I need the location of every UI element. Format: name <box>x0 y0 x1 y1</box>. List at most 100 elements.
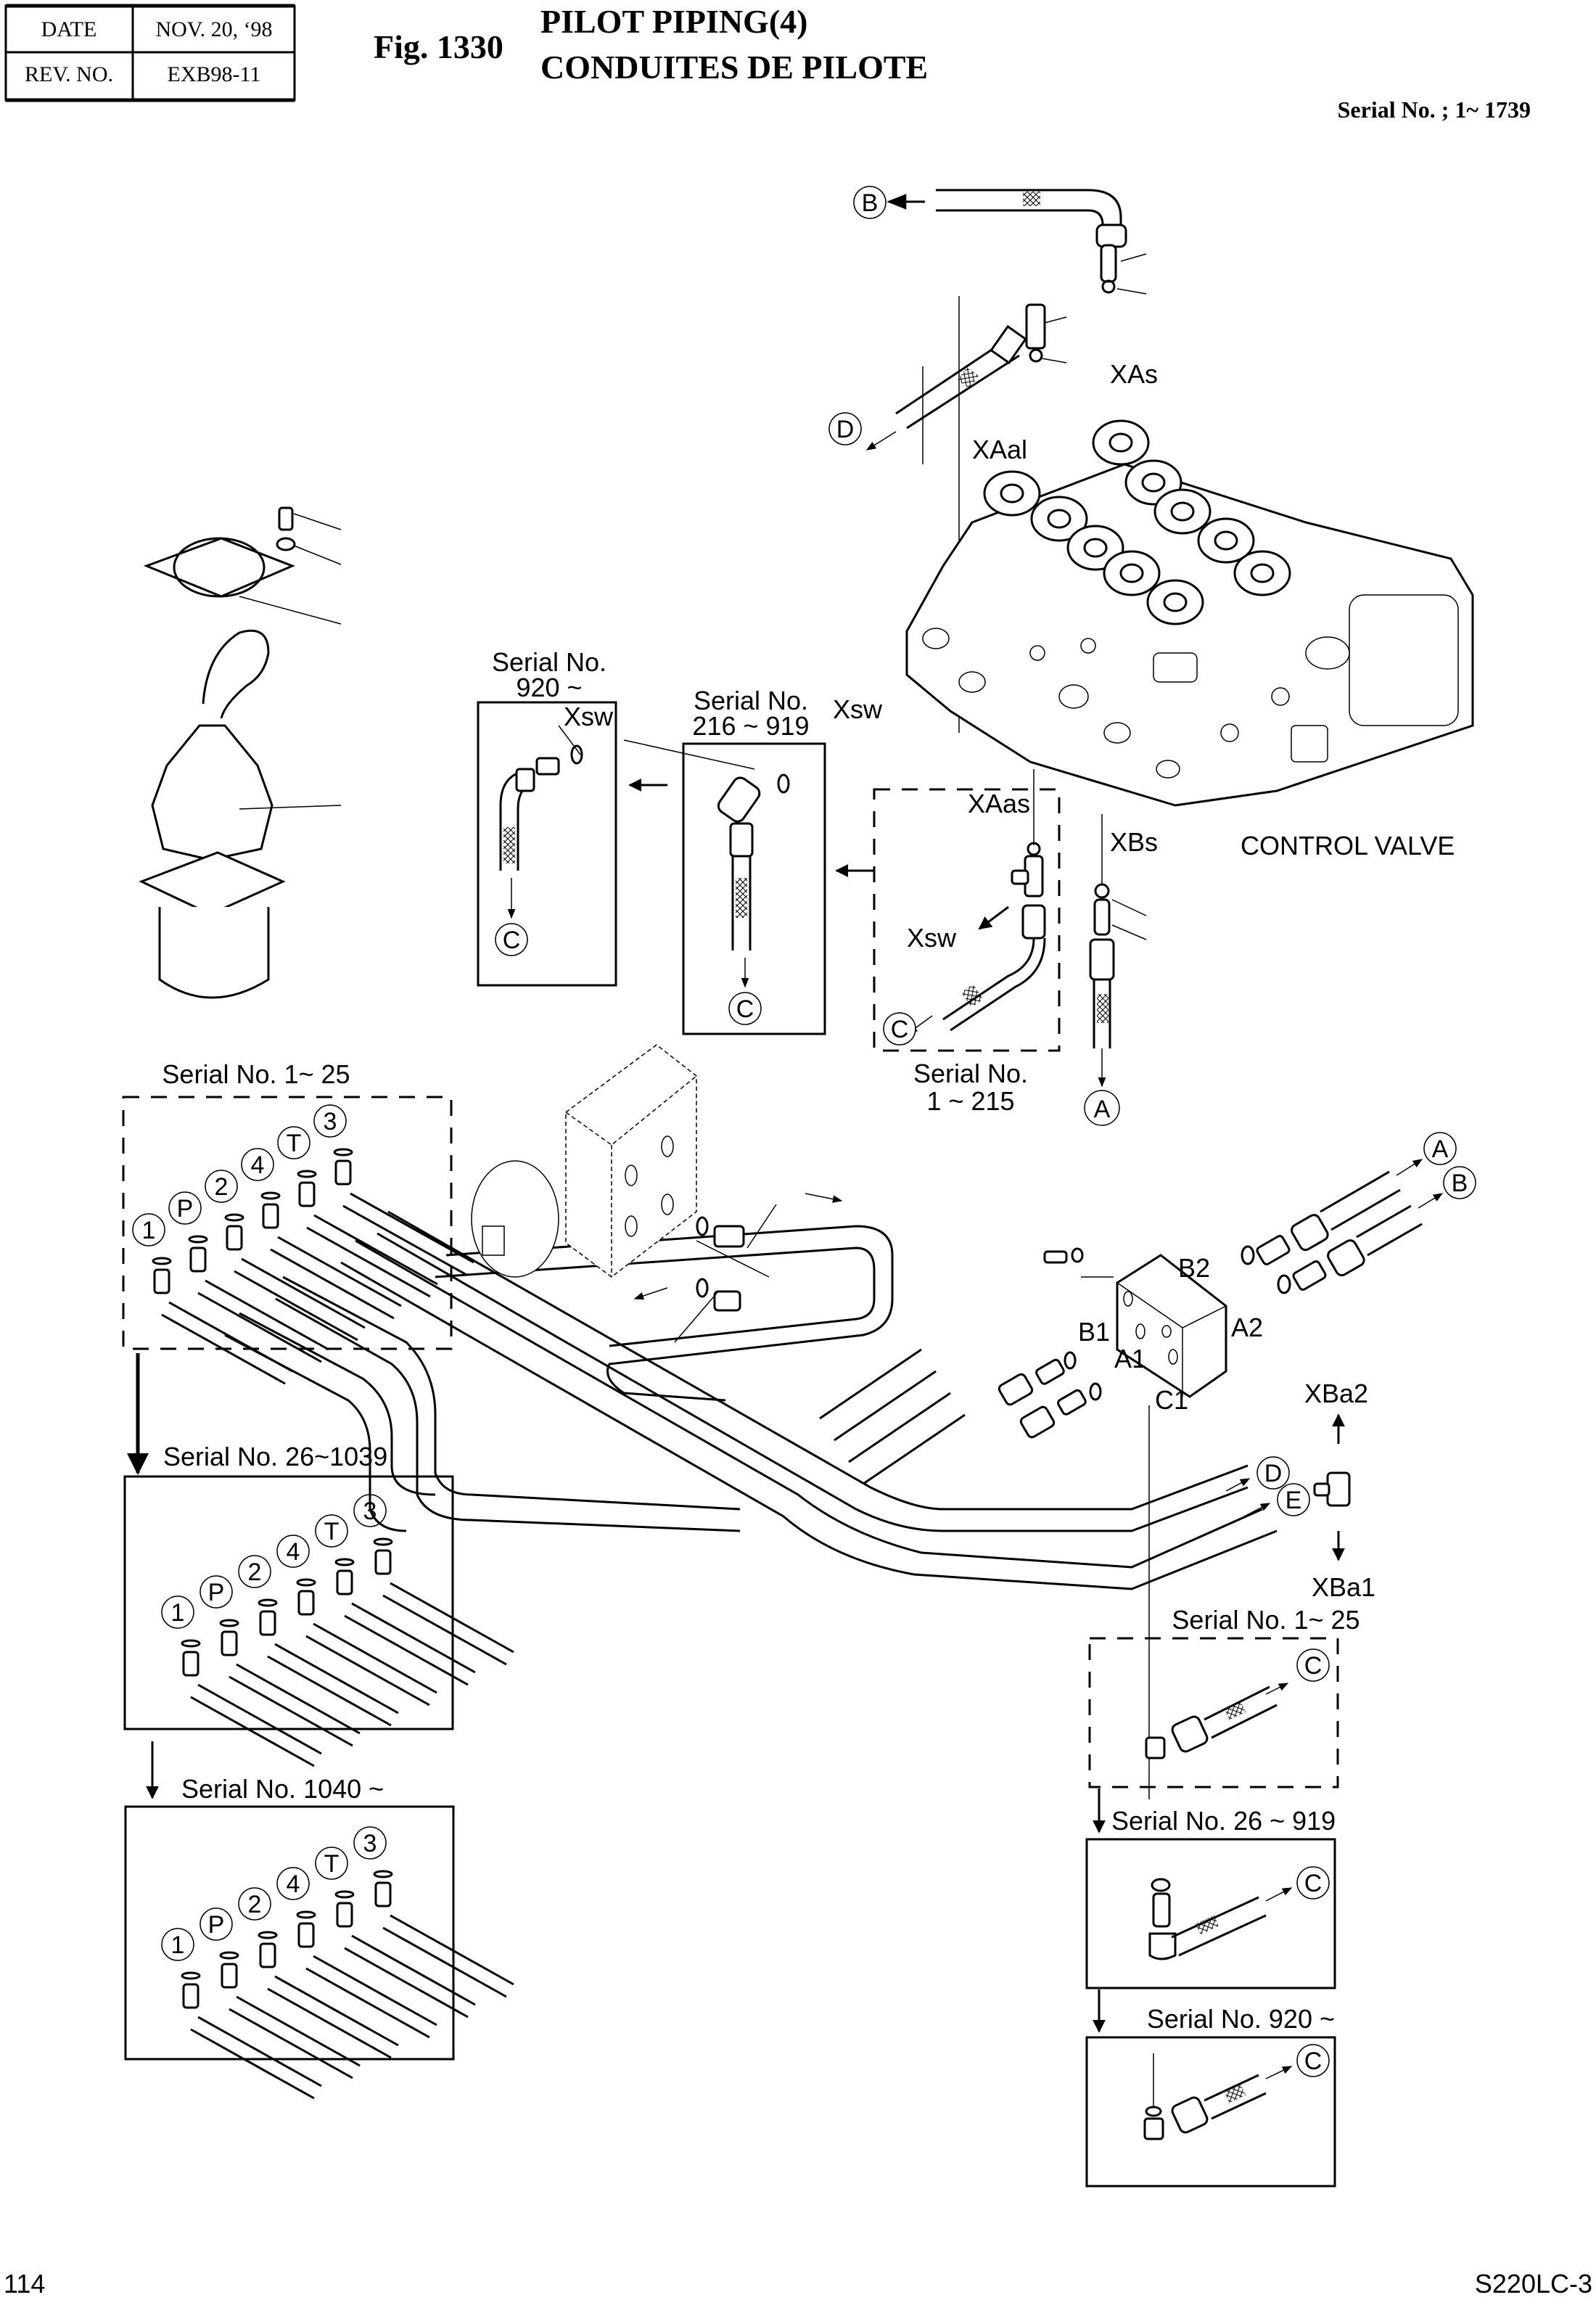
port-callout-circle <box>205 1170 238 1203</box>
title-english: PILOT PIPING(4) <box>540 3 807 40</box>
port-b1-label: B1 <box>1078 1317 1110 1347</box>
shuttle-outlet-hoses <box>998 1159 1444 1439</box>
port-callout-3: 3 <box>363 1830 377 1857</box>
ref-d-lower: D <box>1256 1456 1290 1490</box>
pilot-hose <box>229 1675 353 1747</box>
o-ring <box>333 1148 353 1157</box>
port-callout-4: 4 <box>287 1870 300 1898</box>
variant-216-line2: 216 ~ 919 <box>692 711 809 741</box>
o-ring <box>258 1931 278 1939</box>
port-callout-circle <box>276 1535 310 1568</box>
ref-c-lower-2 <box>1296 1866 1330 1899</box>
joystick-boot <box>151 724 273 861</box>
port-xaal-label: XAal <box>972 435 1027 464</box>
port-callout-circle <box>161 1595 194 1629</box>
lower-variant-2-frame <box>1085 1838 1336 1989</box>
title-french: CONDUITES DE PILOTE <box>540 49 928 86</box>
port-callout-t: T <box>287 1130 302 1157</box>
pilot-hose <box>197 2016 322 2087</box>
shuttle-block <box>1043 1247 1227 1398</box>
o-ring <box>297 1170 317 1178</box>
port-callout-1: 1 <box>171 1931 185 1959</box>
o-ring <box>219 1951 239 1960</box>
tee-fitting <box>1025 303 1046 350</box>
tee-upper-label: XBa2 <box>1304 1379 1368 1408</box>
port-a1-label: A1 <box>1114 1344 1146 1373</box>
ref-c-216 <box>728 992 762 1025</box>
svg-text:A: A <box>1432 1135 1449 1163</box>
pilot-hose <box>342 1204 467 1276</box>
port-callout-p: P <box>208 1911 225 1939</box>
pilot-hose <box>313 1214 438 1286</box>
pilot-hose <box>241 1257 366 1329</box>
pilot-hose <box>382 1926 507 1998</box>
port-callout-circle <box>238 1887 271 1921</box>
pilot-hose <box>161 1313 286 1385</box>
serial-range: Serial No. ; 1~ 1739 <box>1338 96 1531 123</box>
pilot-hose <box>190 1696 315 1767</box>
washer <box>276 537 296 551</box>
lower-variant-1-25: Serial No. 1~ 25 C <box>1088 1605 1360 1788</box>
adapter-fitting <box>226 1225 243 1251</box>
adapter-fitting <box>262 1203 279 1229</box>
pilot-hose <box>229 2008 353 2079</box>
variant-1-215-frame <box>873 788 1061 1052</box>
port-callout-circle <box>353 1826 387 1860</box>
pilot-hose <box>190 2028 315 2100</box>
o-ring <box>224 1213 244 1222</box>
port-callout-circle <box>161 1928 194 1961</box>
svg-text:C: C <box>1304 1652 1323 1680</box>
mounting-plate <box>143 537 295 598</box>
variant-920-port: Xsw <box>564 702 614 731</box>
lower-variant-2-label: Serial No. 26 ~ 919 <box>1111 1806 1336 1836</box>
variant-920-frame <box>477 701 617 987</box>
variant-box-216-919: Serial No. 216 ~ 919 C <box>623 686 826 1035</box>
washer <box>1071 1247 1084 1263</box>
adapter-fitting <box>336 1902 353 1928</box>
tee-lower-label: XBa1 <box>1312 1572 1375 1602</box>
ref-c-lower-1 <box>1296 1648 1330 1682</box>
hose-to-d <box>865 303 1067 451</box>
adapter-fitting <box>336 1569 353 1595</box>
svg-text:B: B <box>1452 1170 1468 1197</box>
o-ring <box>1029 348 1043 363</box>
pilot-hose <box>313 1622 437 1694</box>
ref-e-lower: E <box>1277 1483 1310 1516</box>
adapter-fitting <box>182 1983 200 2009</box>
variant-1-215-line2: 1 ~ 215 <box>926 1086 1014 1116</box>
port-xsw-label: Xsw <box>833 694 883 724</box>
joystick-variant-3-label: Serial No. 1040 ~ <box>181 1774 384 1804</box>
tee-fitting-xba <box>1313 1413 1351 1561</box>
pilot-hose <box>197 1291 322 1363</box>
pilot-line-bundle <box>224 1210 1278 1590</box>
figure-number: Fig. 1330 <box>374 28 503 65</box>
port-xbs-label: XBs <box>1110 827 1158 857</box>
lower-variant-1-frame <box>1088 1637 1339 1788</box>
o-ring <box>373 1870 393 1878</box>
svg-text:B: B <box>862 189 879 217</box>
svg-text:E: E <box>1286 1487 1302 1514</box>
variant-920-line2: 920 ~ <box>516 673 582 702</box>
adapter-fitting <box>189 1246 207 1273</box>
port-callout-1: 1 <box>142 1217 156 1244</box>
ref-b-top: B <box>853 186 887 219</box>
joystick-base <box>139 851 286 916</box>
adapter-fitting <box>298 1181 316 1207</box>
joystick-variant-2-frame <box>123 1475 454 1730</box>
adapter-fitting <box>334 1159 352 1186</box>
solenoid-block <box>471 1044 843 1343</box>
pilot-hose <box>277 1236 402 1307</box>
page-number: 114 <box>4 2269 45 2299</box>
port-callout-circle <box>132 1213 165 1246</box>
pilot-hose <box>350 1192 474 1264</box>
pilot-hose <box>236 1663 361 1735</box>
pilot-hose <box>313 1955 437 2026</box>
pilot-hose <box>274 1975 399 2047</box>
joystick-variant-1-label: Serial No. 1~ 25 <box>162 1059 350 1089</box>
port-a2-label: A2 <box>1231 1313 1263 1342</box>
pilot-hose <box>270 1248 395 1320</box>
o-ring <box>334 1890 355 1899</box>
line-arrow <box>1243 1503 1271 1517</box>
